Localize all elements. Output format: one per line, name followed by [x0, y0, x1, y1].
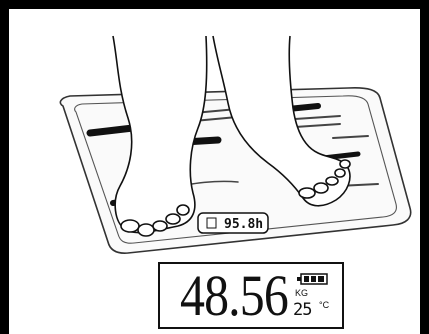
weight-value: 48.56: [180, 265, 288, 327]
weight-display: 48.56 KG 25 °C: [158, 262, 344, 329]
temperature-value: 25: [293, 300, 311, 320]
scale-lcd-reading: 95.8h: [224, 217, 263, 232]
scale-lcd: 95.8h: [198, 213, 268, 233]
feet-on-scale-illustration: 95.8h: [18, 18, 429, 258]
weight-unit: KG: [295, 288, 308, 298]
temperature-unit: °C: [319, 300, 329, 310]
battery-full-icon: [295, 272, 331, 286]
